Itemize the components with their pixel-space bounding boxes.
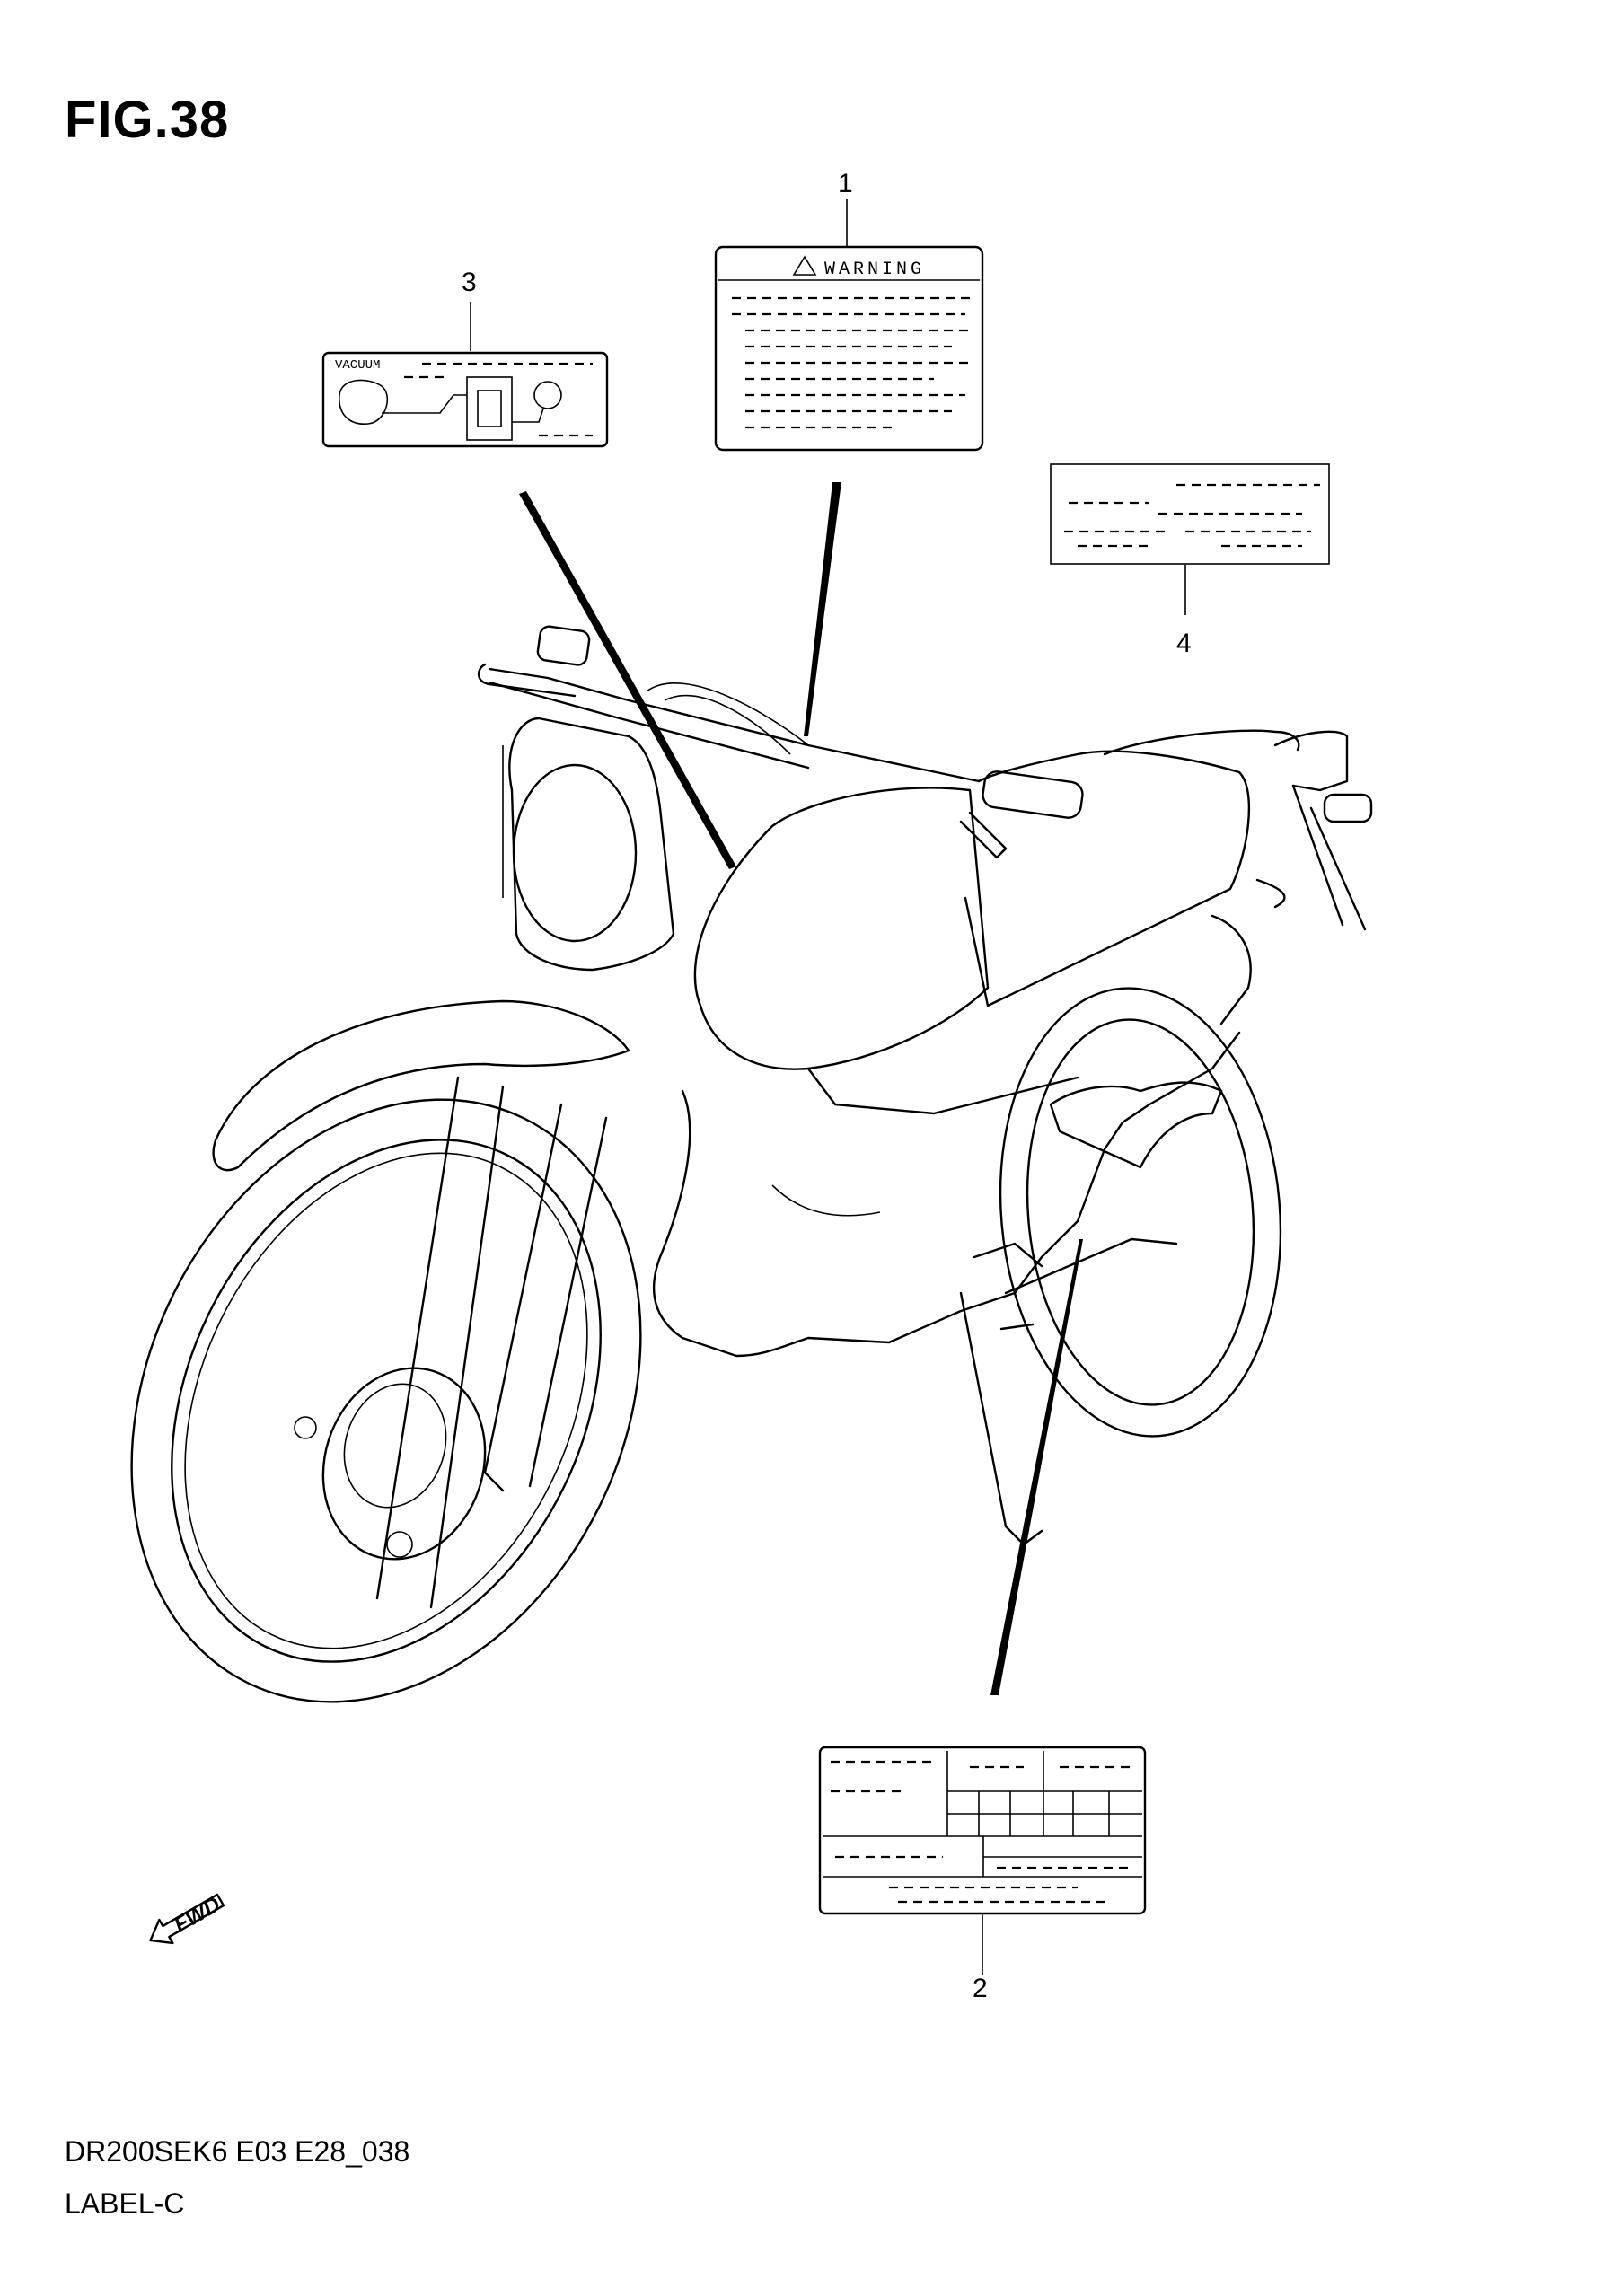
spec-label (818, 1746, 1147, 1915)
forward-direction-arrow: FWD (149, 1892, 225, 1945)
callout-1: 1 (838, 169, 853, 198)
label-4 (1050, 463, 1330, 565)
figure-name: LABEL-C (65, 2187, 185, 2220)
callout-4: 4 (1176, 629, 1192, 658)
pointer-label-3 (519, 491, 736, 869)
vacuum-label-text: VACUUM (335, 358, 380, 373)
warning-label: WARNING (714, 245, 984, 452)
figure-code: DR200SEK6 E03 E28_038 (65, 2135, 410, 2168)
fwd-label: FWD (170, 1892, 225, 1938)
vacuum-hose-label: VACUUM (321, 351, 609, 448)
pointer-label-2 (990, 1239, 1083, 1695)
warning-label-text: WARNING (824, 260, 925, 280)
callout-2: 2 (973, 1974, 988, 2003)
pointer-label-1 (804, 482, 841, 736)
motorcycle-outline (130, 625, 1373, 1703)
callout-3: 3 (462, 268, 477, 297)
figure-title: FIG.38 (65, 91, 230, 149)
